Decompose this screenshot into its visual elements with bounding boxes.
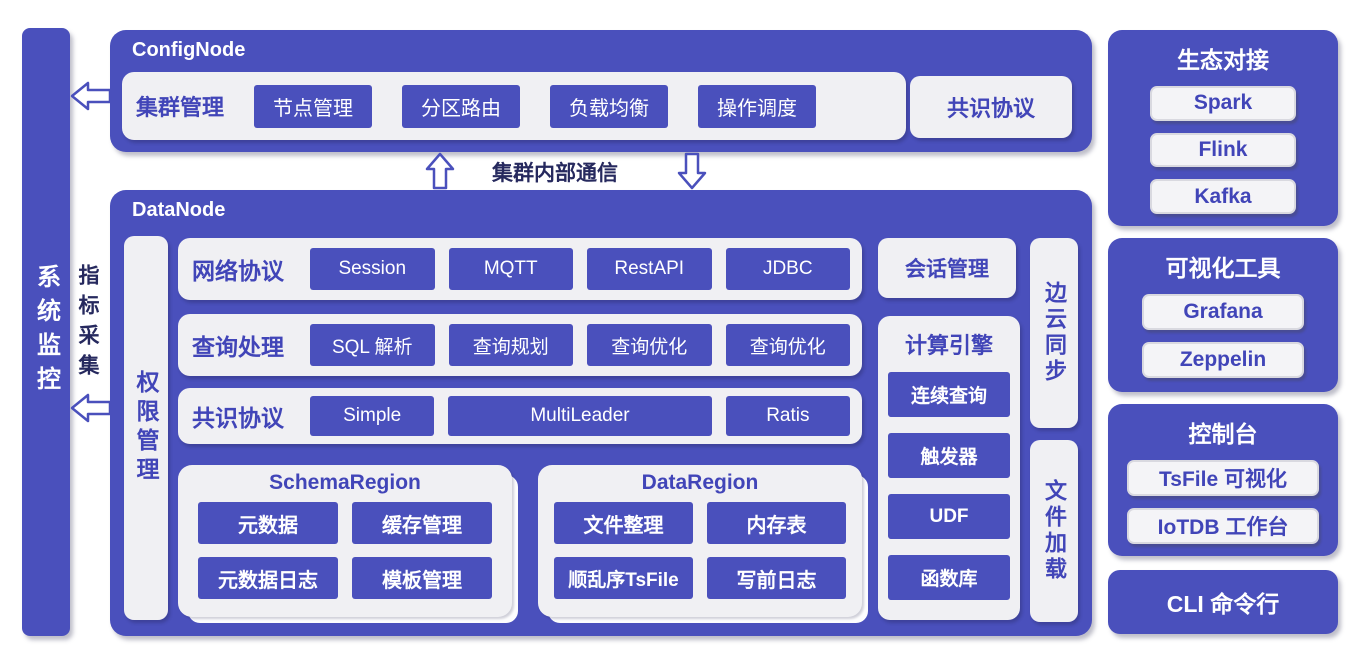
iotdb-workbench-item[interactable]: IoTDB 工作台 [1127, 508, 1319, 544]
continuous-query-button[interactable]: 连续查询 [888, 372, 1010, 417]
edge-cloud-sync-bar: 边云同步 [1030, 238, 1078, 428]
arrow-up-communication-icon [425, 152, 455, 190]
query-processing-row: 查询处理 SQL 解析 查询规划 查询优化 查询优化 [178, 314, 862, 376]
cache-management-button[interactable]: 缓存管理 [352, 502, 492, 544]
tsfile-button[interactable]: 顺乱序TsFile [554, 557, 693, 599]
network-protocol-row: 网络协议 Session MQTT RestAPI JDBC [178, 238, 862, 300]
metric-collection-label: 指标采集 [76, 264, 99, 384]
cluster-communication-label: 集群内部通信 [492, 162, 618, 185]
udf-button[interactable]: UDF [888, 494, 1010, 539]
data-region-title: DataRegion [641, 471, 759, 494]
metadata-log-button[interactable]: 元数据日志 [198, 557, 338, 599]
cli-box[interactable]: CLI 命令行 [1108, 570, 1338, 634]
datanode-title: DataNode [132, 199, 226, 221]
console-title: 控制台 [1188, 421, 1258, 447]
data-region-card: DataRegion 文件整理 内存表 顺乱序TsFile 写前日志 [538, 465, 862, 617]
metadata-button[interactable]: 元数据 [198, 502, 338, 544]
memtable-button[interactable]: 内存表 [707, 502, 846, 544]
compute-engine-title: 计算引擎 [904, 333, 993, 358]
arrow-left-datanode-to-monitor-icon [70, 393, 112, 423]
permission-management-label: 权限管理 [133, 370, 159, 486]
confignode-box: ConfigNode 集群管理 节点管理 分区路由 负载均衡 操作调度 共识协议 [110, 30, 1092, 152]
cluster-management-label: 集群管理 [136, 95, 225, 120]
network-protocol-label: 网络协议 [192, 258, 284, 284]
edge-cloud-sync-label: 边云同步 [1042, 281, 1067, 385]
function-library-button[interactable]: 函数库 [888, 555, 1010, 600]
datanode-box: DataNode 权限管理 网络协议 Session MQTT RestAPI … [110, 190, 1092, 636]
visualization-box: 可视化工具 Grafana Zeppelin [1108, 238, 1338, 392]
operation-scheduling-button[interactable]: 操作调度 [698, 84, 817, 128]
query-processing-label: 查询处理 [192, 334, 284, 360]
confignode-title: ConfigNode [132, 39, 246, 61]
ratis-consensus-button[interactable]: Ratis [725, 396, 850, 436]
cluster-management-panel: 集群管理 节点管理 分区路由 负载均衡 操作调度 [122, 72, 906, 140]
query-planning-button[interactable]: 查询规划 [448, 324, 573, 366]
compute-engine-box: 计算引擎 连续查询 触发器 UDF 函数库 [878, 316, 1020, 620]
trigger-button[interactable]: 触发器 [888, 433, 1010, 478]
permission-management-bar: 权限管理 [124, 236, 168, 620]
sql-parse-button[interactable]: SQL 解析 [310, 324, 435, 366]
jdbc-button[interactable]: JDBC [725, 248, 850, 290]
partition-routing-button[interactable]: 分区路由 [402, 84, 521, 128]
zeppelin-item[interactable]: Zeppelin [1142, 342, 1304, 378]
schema-region-title: SchemaRegion [269, 471, 421, 494]
file-load-bar: 文件加载 [1030, 440, 1078, 622]
consensus-row: 共识协议 Simple MultiLeader Ratis [178, 388, 862, 444]
system-monitor-bar: 系统监控 [22, 28, 70, 636]
arrow-left-confignode-to-monitor-icon [70, 81, 112, 111]
tsfile-visualization-item[interactable]: TsFile 可视化 [1127, 460, 1319, 496]
mqtt-button[interactable]: MQTT [448, 248, 573, 290]
grafana-item[interactable]: Grafana [1142, 294, 1304, 330]
spark-item[interactable]: Spark [1150, 86, 1296, 121]
schema-region-card: SchemaRegion 元数据 缓存管理 元数据日志 模板管理 [178, 465, 512, 617]
simple-consensus-button[interactable]: Simple [310, 396, 435, 436]
ecosystem-title: 生态对接 [1177, 47, 1269, 73]
visualization-title: 可视化工具 [1165, 255, 1281, 281]
query-optimization-button-2[interactable]: 查询优化 [725, 324, 850, 366]
console-box: 控制台 TsFile 可视化 IoTDB 工作台 [1108, 404, 1338, 556]
flink-item[interactable]: Flink [1150, 132, 1296, 168]
query-optimization-button[interactable]: 查询优化 [587, 324, 712, 366]
session-button[interactable]: Session [310, 248, 435, 290]
confignode-consensus-box: 共识协议 [910, 76, 1072, 138]
multileader-consensus-button[interactable]: MultiLeader [448, 396, 712, 436]
restapi-button[interactable]: RestAPI [587, 248, 712, 290]
datanode-consensus-label: 共识协议 [192, 405, 284, 431]
system-monitor-label: 系统监控 [32, 264, 60, 400]
session-management-box: 会话管理 [878, 238, 1016, 298]
wal-button[interactable]: 写前日志 [707, 557, 846, 599]
template-management-button[interactable]: 模板管理 [352, 557, 492, 599]
node-management-button[interactable]: 节点管理 [254, 84, 373, 128]
load-balancing-button[interactable]: 负载均衡 [550, 84, 669, 128]
ecosystem-box: 生态对接 Spark Flink Kafka [1108, 30, 1338, 226]
kafka-item[interactable]: Kafka [1150, 179, 1296, 215]
file-compaction-button[interactable]: 文件整理 [554, 502, 693, 544]
arrow-down-communication-icon [677, 152, 707, 190]
file-load-label: 文件加载 [1042, 479, 1067, 583]
